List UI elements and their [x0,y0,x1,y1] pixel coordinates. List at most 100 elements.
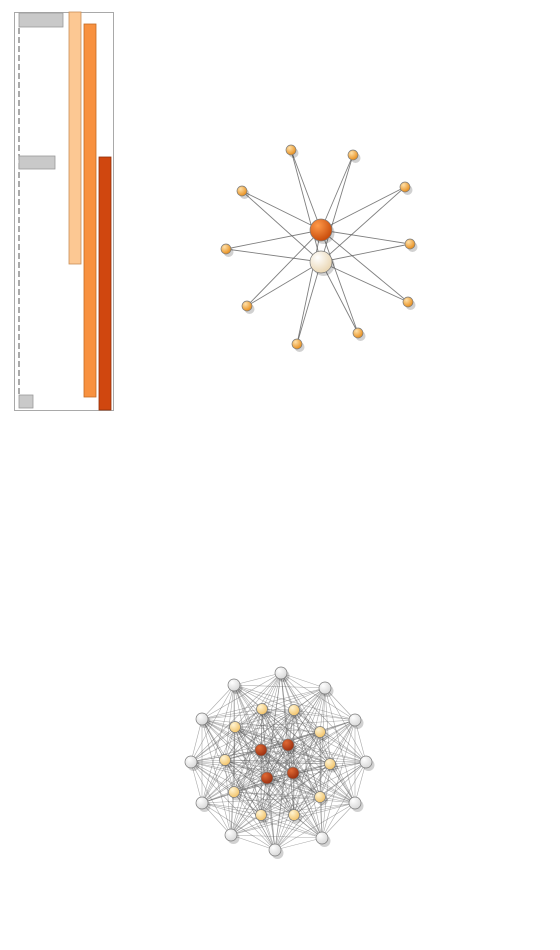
dense-edge [292,772,356,804]
dense-edge [230,814,295,836]
dense-edge [233,684,326,689]
dense-edge [190,761,232,836]
dense-edge [190,672,282,763]
dense-edge [260,749,294,774]
dense-edge [234,687,326,728]
star-edge [320,243,411,263]
dense-edge [201,718,232,836]
dense-edge [354,719,367,763]
outer-node [315,831,329,845]
dense-edge [233,726,236,793]
star-edge [320,229,359,334]
dense-edge [266,731,321,779]
dense-edge [233,763,331,793]
outer-node [195,712,209,726]
dense-edge [261,708,331,765]
dense-edge [201,718,262,751]
star-edge [246,261,322,307]
dense-edge [260,708,263,751]
dense-edge [261,708,289,746]
dense-edge [324,687,367,763]
dense-edge [293,709,331,765]
gray-bar-2 [18,155,56,170]
dense-edge [260,749,295,816]
outer-node [195,796,209,810]
star-leaf-node [241,300,253,312]
dark-orange-bar [98,156,112,411]
star-leaf-node [220,243,232,255]
star-edge [246,229,322,307]
inner-node [286,766,300,780]
dense-edge [233,791,276,851]
star-edge [290,149,322,263]
dense-edge [224,759,262,816]
star-edge [296,261,322,345]
dense-edge [233,684,321,733]
dense-edge [287,744,356,804]
dense-edge [260,796,321,816]
dense-edge [321,719,356,839]
dense-edge [201,802,262,816]
dense-edge [274,802,356,851]
dense-edge [201,718,331,765]
dense-edge [261,708,321,798]
dense-edge [233,791,295,816]
star-edge [241,190,322,263]
dense-edge [329,719,356,765]
dense-edge [293,709,367,763]
dense-edge [354,761,367,804]
outer-node [224,828,238,842]
dense-edge [233,791,356,804]
star-edge [296,229,322,345]
dense-edge [234,726,295,816]
dense-edge [274,796,321,851]
dense-edge [233,791,262,816]
dense-edge [260,749,356,804]
middle-node [288,704,300,716]
dense-edge [260,687,326,816]
dense-edge [266,777,295,816]
star-graph [220,144,418,352]
dense-edge [321,763,331,839]
middle-node [228,786,240,798]
dense-edge [224,759,295,816]
dense-graph [184,666,375,859]
dense-edge [230,731,321,836]
dense-edge [293,731,321,816]
dense-edge [260,744,289,816]
dense-edge [201,684,235,720]
dense-edge [274,763,331,851]
star-edge [290,149,322,231]
middle-node [229,721,241,733]
dense-edge [274,814,295,851]
dense-edge [190,718,203,763]
dense-edge [274,837,323,851]
dense-edge [201,718,226,761]
dense-edge [201,718,262,816]
dense-edge [190,761,321,798]
dense-edge [233,684,356,721]
dense-edge [234,719,356,728]
gray-bar-3 [18,394,34,409]
dense-edge [319,796,323,839]
dense-edge [230,834,276,851]
outer-node [184,755,198,769]
middle-node [314,726,326,738]
dense-edge [201,684,235,804]
dense-edge [224,759,232,836]
dense-edge [266,777,276,851]
medium-orange-bar [83,23,97,398]
dense-edge [233,672,282,686]
dense-edge [234,709,295,728]
dense-edge [233,684,262,751]
dense-edge [329,763,356,804]
star-edge [320,186,406,263]
dense-edge [201,802,232,836]
dense-edge [324,687,356,721]
dense-edge [224,684,235,761]
legend-panel [14,12,114,411]
dense-edge [190,761,268,779]
star-edge [320,229,409,303]
dense-edge [201,749,262,804]
dense-edge [261,708,356,804]
